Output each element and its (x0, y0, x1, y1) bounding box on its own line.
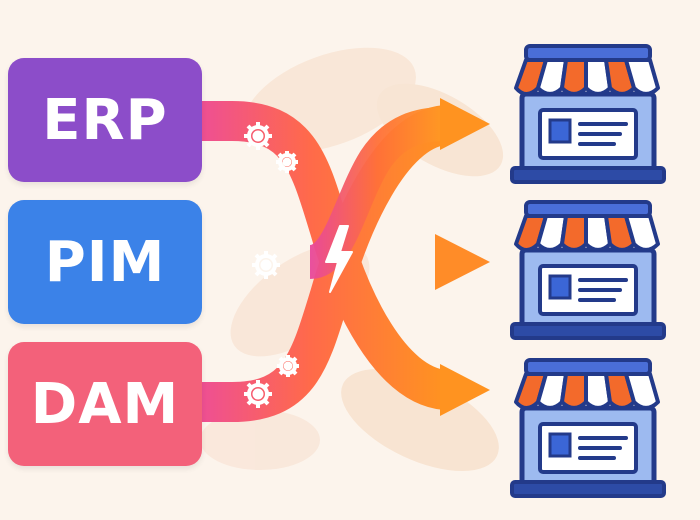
source-erp-label: ERP (42, 87, 168, 153)
gears-icon (252, 251, 280, 279)
lightning-bolt-icon (325, 225, 353, 293)
arrow-right-icon (435, 234, 490, 290)
gears-icon (244, 355, 299, 408)
source-erp: ERP (8, 58, 202, 182)
source-dam-label: DAM (30, 371, 180, 437)
source-pim: PIM (8, 200, 202, 324)
source-pim-label: PIM (44, 229, 166, 295)
source-dam: DAM (8, 342, 202, 466)
gears-icon (244, 122, 298, 173)
storefront-icon (512, 202, 664, 338)
storefront-icon (512, 360, 664, 496)
arrow-right-icon (440, 364, 490, 416)
storefront-icon (512, 46, 664, 182)
arrow-right-icon (440, 98, 490, 150)
